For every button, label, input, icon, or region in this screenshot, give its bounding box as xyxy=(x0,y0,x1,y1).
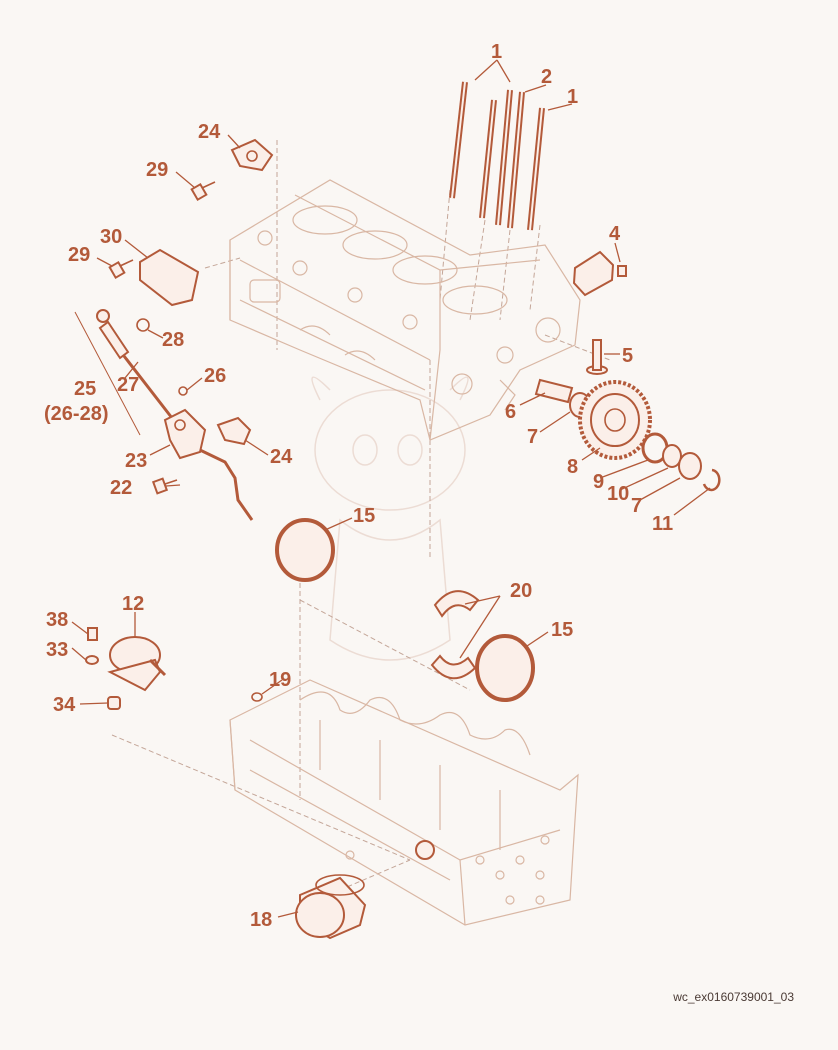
crankcase xyxy=(229,679,579,926)
cover-plate-4 xyxy=(572,250,615,297)
screw-29-mid xyxy=(108,259,134,280)
drawing-reference: wc_ex0160739001_03 xyxy=(672,990,794,1004)
callout-29a: 29 xyxy=(146,159,168,181)
callout-6: 6 xyxy=(505,401,516,423)
callout-2: 2 xyxy=(541,66,552,88)
oil-filter-stud xyxy=(415,840,435,860)
bearing-7-rear xyxy=(678,452,702,480)
washer-33 xyxy=(85,655,99,665)
seal-15-upper xyxy=(275,518,335,582)
callout-19: 19 xyxy=(269,669,291,691)
callout-4: 4 xyxy=(609,223,621,245)
callout-26: 26 xyxy=(204,365,226,387)
idler-shaft-5 xyxy=(586,339,608,375)
watermark xyxy=(311,376,469,661)
leader-lines xyxy=(71,59,711,918)
callout-9: 9 xyxy=(593,471,604,493)
callout-12: 12 xyxy=(122,593,144,615)
callout-5: 5 xyxy=(622,345,633,367)
callout-33: 33 xyxy=(46,639,68,661)
seal-ring-19 xyxy=(251,692,263,702)
callout-34: 34 xyxy=(53,694,76,716)
dipstick-assembly xyxy=(96,309,174,419)
callout-38: 38 xyxy=(46,609,68,631)
callout-7a: 7 xyxy=(527,426,538,448)
bearing-shells-20 xyxy=(430,590,480,680)
callout-25-range: (26-28) xyxy=(44,403,108,425)
oil-filter-18 xyxy=(295,874,367,940)
bushing-34 xyxy=(107,696,121,710)
callout-7b: 7 xyxy=(631,495,642,517)
gasket-plate-top xyxy=(230,138,274,172)
screw-29-top xyxy=(190,181,216,202)
gasket-plate-24 xyxy=(216,416,252,446)
callout-27: 27 xyxy=(117,374,139,396)
callout-28: 28 xyxy=(162,329,184,351)
washer-10 xyxy=(662,444,682,468)
bolt-38 xyxy=(87,627,98,641)
idler-gear-8 xyxy=(578,380,652,460)
callout-25: 25 xyxy=(74,378,96,400)
fuel-pump-12 xyxy=(107,636,167,692)
sensor-23 xyxy=(163,408,254,521)
screw-4 xyxy=(617,265,627,277)
bushing-6 xyxy=(534,378,574,404)
seal-15-lower xyxy=(475,634,535,702)
head-bolts xyxy=(449,81,545,231)
cover-plate-30 xyxy=(139,248,200,307)
callout-24b: 24 xyxy=(270,446,293,468)
callout-22: 22 xyxy=(110,477,132,499)
callout-11: 11 xyxy=(652,513,673,535)
callout-1a: 1 xyxy=(491,41,502,63)
callout-20: 20 xyxy=(510,580,532,602)
callout-23: 23 xyxy=(125,450,147,472)
callout-15b: 15 xyxy=(551,619,573,641)
cylinder-head xyxy=(229,179,581,441)
callout-10: 10 xyxy=(607,483,629,505)
callout-8: 8 xyxy=(567,456,578,478)
callout-24a: 24 xyxy=(198,121,221,143)
callout-15a: 15 xyxy=(353,505,375,527)
callout-18: 18 xyxy=(250,909,272,931)
seal-ring-26 xyxy=(178,386,188,396)
callout-30: 30 xyxy=(100,226,122,248)
callout-labels: 1 2 1 24 29 30 29 4 28 5 25 (26-28) 27 2… xyxy=(44,41,673,931)
callout-1b: 1 xyxy=(567,86,578,108)
screw-22 xyxy=(151,477,178,495)
callout-29b: 29 xyxy=(68,244,90,266)
circlip-11 xyxy=(702,468,721,492)
